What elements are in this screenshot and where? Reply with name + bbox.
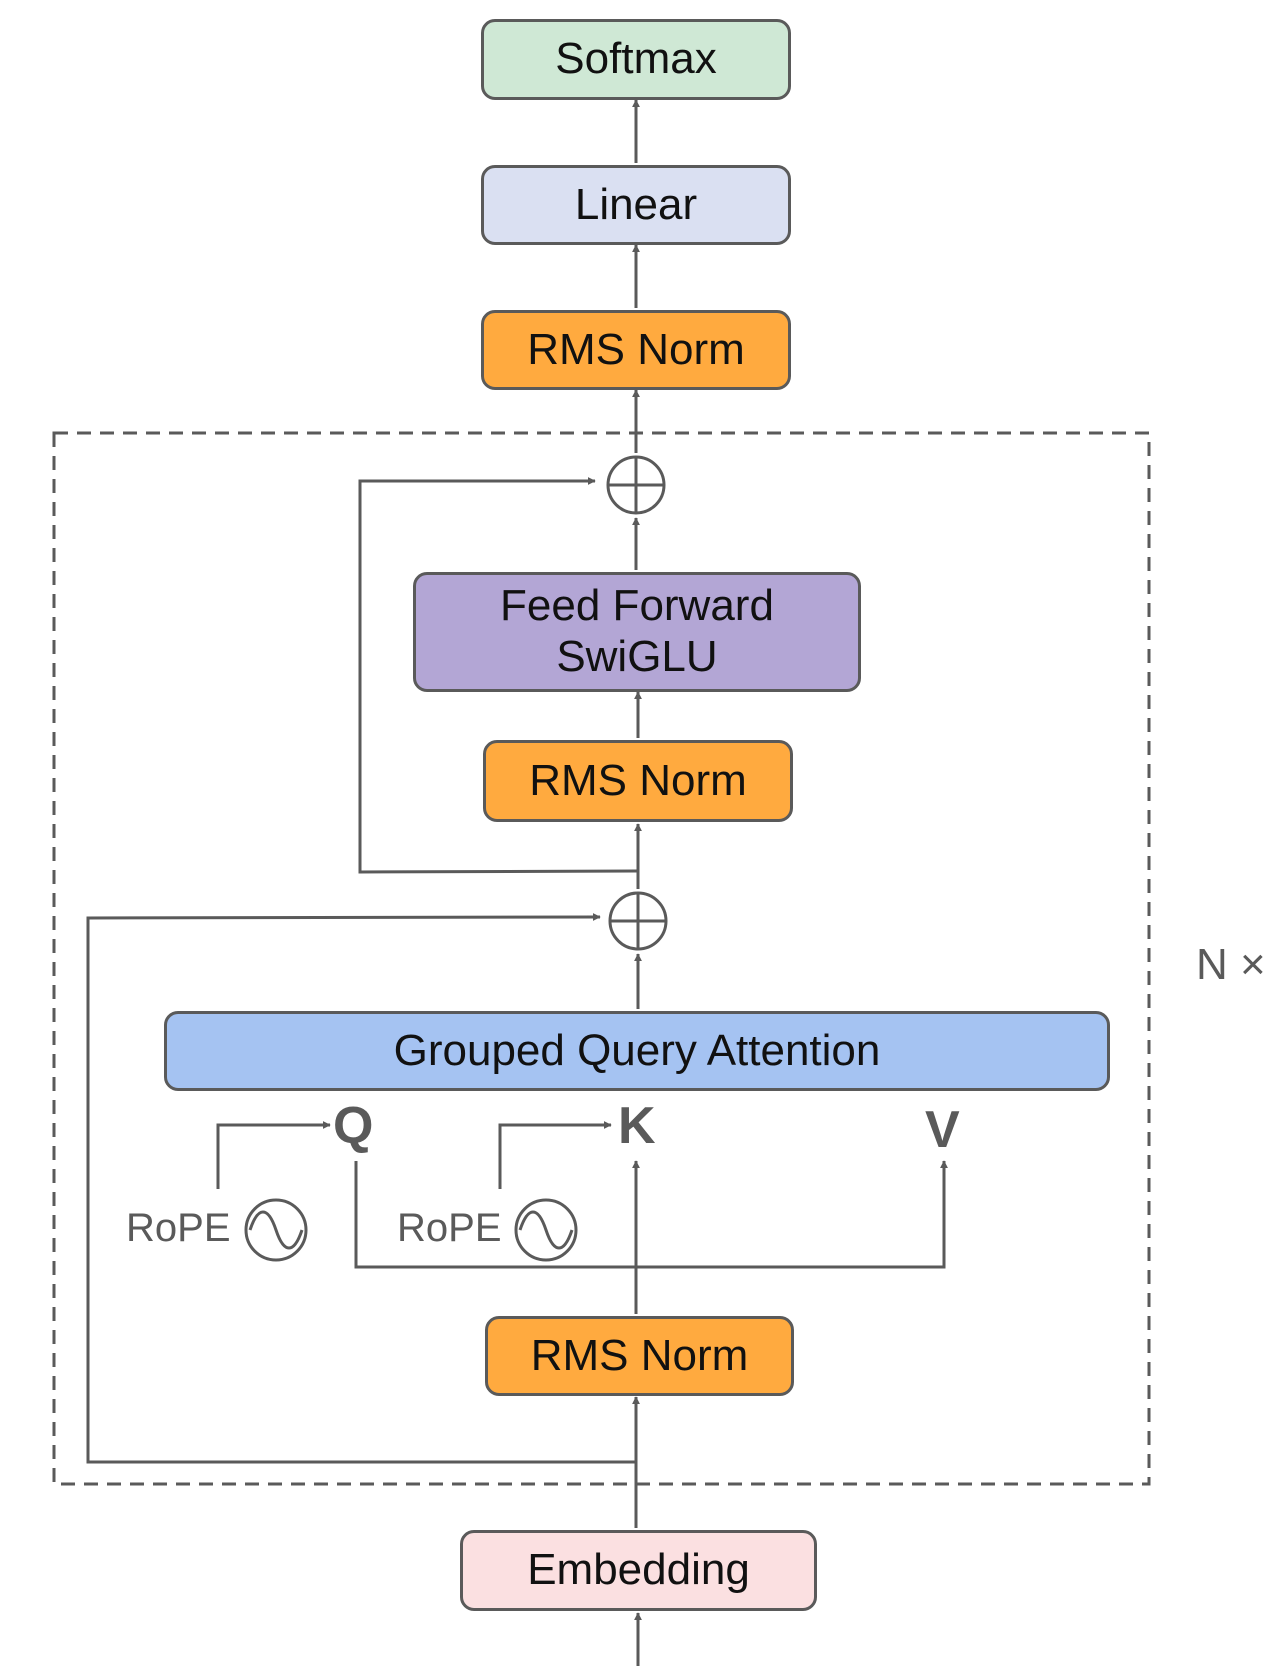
repeat-count-label: N × bbox=[1196, 940, 1266, 989]
embedding-block: Embedding bbox=[460, 1530, 817, 1611]
feed-forward-label: Feed Forward bbox=[500, 581, 774, 631]
rms-norm-bottom-block: RMS Norm bbox=[485, 1316, 794, 1396]
rms-norm-middle-block: RMS Norm bbox=[483, 740, 793, 822]
rms-norm-bottom-label: RMS Norm bbox=[530, 1330, 749, 1380]
softmax-label: Softmax bbox=[555, 34, 717, 84]
sine-circle-icon bbox=[514, 1198, 578, 1262]
linear-block: Linear bbox=[481, 165, 791, 245]
swiglu-label: SwiGLU bbox=[556, 632, 718, 681]
circle-plus-icon bbox=[608, 891, 668, 951]
rms-norm-top-label: RMS Norm bbox=[527, 324, 745, 374]
rope-q-path bbox=[216, 1121, 331, 1189]
rms-norm-top-block: RMS Norm bbox=[481, 310, 791, 390]
rms-norm-middle-label: RMS Norm bbox=[529, 755, 747, 805]
v-label: V bbox=[925, 1101, 960, 1159]
repeat-block-frame bbox=[52, 431, 1151, 1486]
q-label: Q bbox=[333, 1097, 374, 1155]
feed-forward-block: Feed Forward SwiGLU bbox=[413, 572, 861, 692]
circle-plus-icon bbox=[606, 455, 666, 515]
feed-forward-residual-path bbox=[358, 477, 639, 874]
sine-circle-icon bbox=[244, 1198, 308, 1262]
rope-k-path bbox=[498, 1121, 612, 1189]
softmax-block: Softmax bbox=[481, 19, 791, 100]
grouped-query-attention-label: Grouped Query Attention bbox=[393, 1025, 881, 1075]
rope-k-label: RoPE bbox=[397, 1206, 502, 1250]
embedding-label: Embedding bbox=[527, 1545, 750, 1595]
rope-q-label: RoPE bbox=[126, 1206, 231, 1250]
grouped-query-attention-block: Grouped Query Attention bbox=[164, 1011, 1110, 1091]
attention-residual-path bbox=[86, 913, 636, 1464]
qkv-split-path bbox=[354, 1160, 948, 1269]
linear-label: Linear bbox=[574, 179, 698, 229]
k-label: K bbox=[618, 1097, 656, 1155]
